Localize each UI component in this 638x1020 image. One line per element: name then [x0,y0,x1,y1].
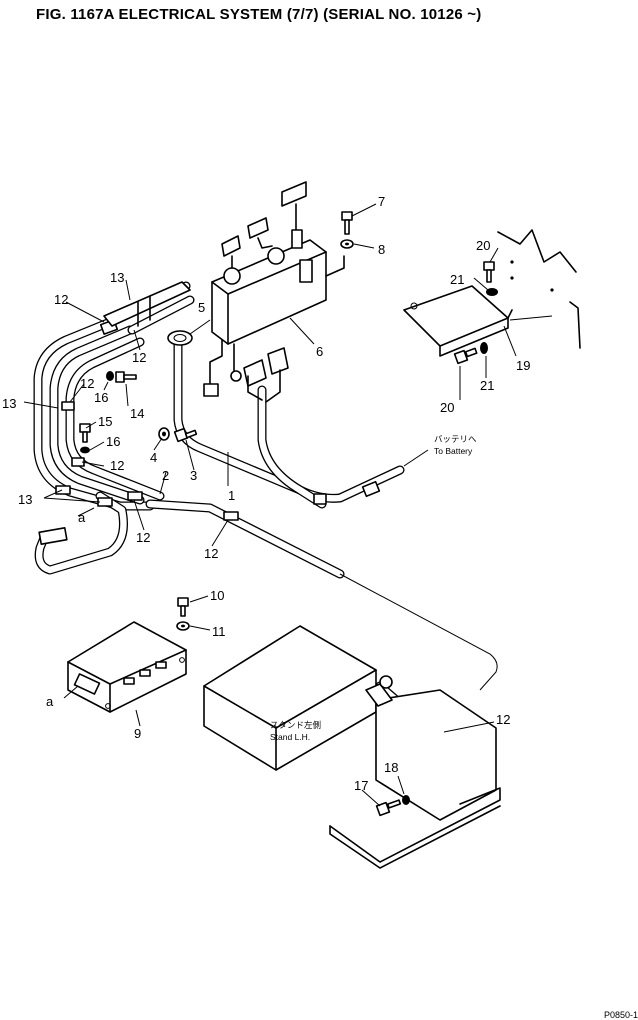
callout-19: 19 [516,358,530,373]
grommet [167,330,193,346]
callout-12-left: 12 [110,458,124,473]
callout-a-box: a [46,694,54,709]
bracket-plate [403,229,581,357]
callout-12-top: 12 [54,292,68,307]
callout-14: 14 [130,406,144,421]
leader-lines [23,203,553,807]
callout-12-upper: 12 [132,350,146,365]
callout-10: 10 [210,588,224,603]
stand-lh [203,625,501,869]
annotations: バッテリへ To Battery スタンド左側 Stand L.H. [270,434,477,742]
callout-13-left: 13 [2,396,16,411]
callout-18: 18 [384,760,398,775]
callout-1: 1 [228,488,235,503]
stand-note-en: Stand L.H. [270,732,310,742]
callout-17: 17 [354,778,368,793]
callout-2: 2 [162,468,169,483]
callout-7: 7 [378,194,385,209]
fasteners [79,211,498,817]
page-title: FIG. 1167A ELECTRICAL SYSTEM (7/7) (SERI… [36,6,482,23]
callout-13-lower: 13 [18,492,32,507]
callout-21-lower: 21 [480,378,494,393]
callout-16-upper: 16 [94,390,108,405]
battery-note-jp: バッテリへ [434,434,477,444]
callout-16-lower: 16 [106,434,120,449]
callout-a-harness: a [78,510,86,525]
callout-20-lower: 20 [440,400,454,415]
callout-20-top: 20 [476,238,490,253]
callout-12-mid: 12 [80,376,94,391]
clamp-bar [103,281,191,327]
callout-11: 11 [212,624,226,639]
callout-12-stand: 12 [496,712,510,727]
callout-6: 6 [316,344,323,359]
callout-labels: 1 2 3 4 5 6 7 8 9 10 11 12 12 12 12 12 1… [2,194,530,793]
controller-module [203,181,345,403]
callout-9: 9 [134,726,141,741]
callout-12-lower: 12 [136,530,150,545]
callout-4: 4 [150,450,157,465]
battery-note-en: To Battery [434,446,473,456]
control-box [67,621,187,713]
drawing-code: P0850-1 [603,1010,638,1020]
callout-15: 15 [98,414,112,429]
callout-3: 3 [190,468,197,483]
callout-12-harness: 12 [204,546,218,561]
connector-a-plug [38,527,68,545]
callout-5: 5 [198,300,205,315]
stand-note-jp: スタンド左側 [270,720,321,730]
callout-21-top: 21 [450,272,464,287]
callout-8: 8 [378,242,385,257]
callout-13-top: 13 [110,270,124,285]
